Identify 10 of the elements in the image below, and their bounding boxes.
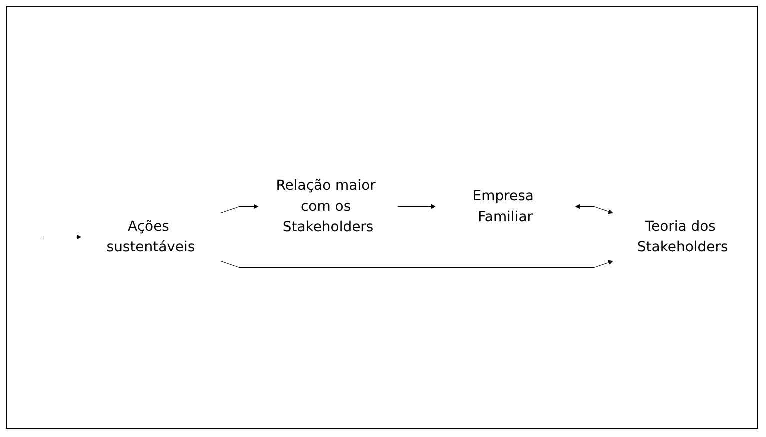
node-text: Teoria dos Stakeholders — [637, 218, 728, 256]
diagram-frame: Relação maior com os Stakeholders Empresa Familiar Ações sustentáveis Teoria dos Stakeholders — [6, 6, 758, 429]
arrow — [220, 260, 614, 268]
arrow — [43, 234, 82, 240]
arrow — [575, 204, 614, 214]
node-text: Empresa Familiar — [472, 188, 534, 226]
arrow — [398, 204, 436, 210]
node-text: Ações sustentáveis — [106, 218, 196, 256]
arrow — [220, 204, 259, 214]
node-text: Relação maior com os Stakeholders — [276, 177, 376, 236]
